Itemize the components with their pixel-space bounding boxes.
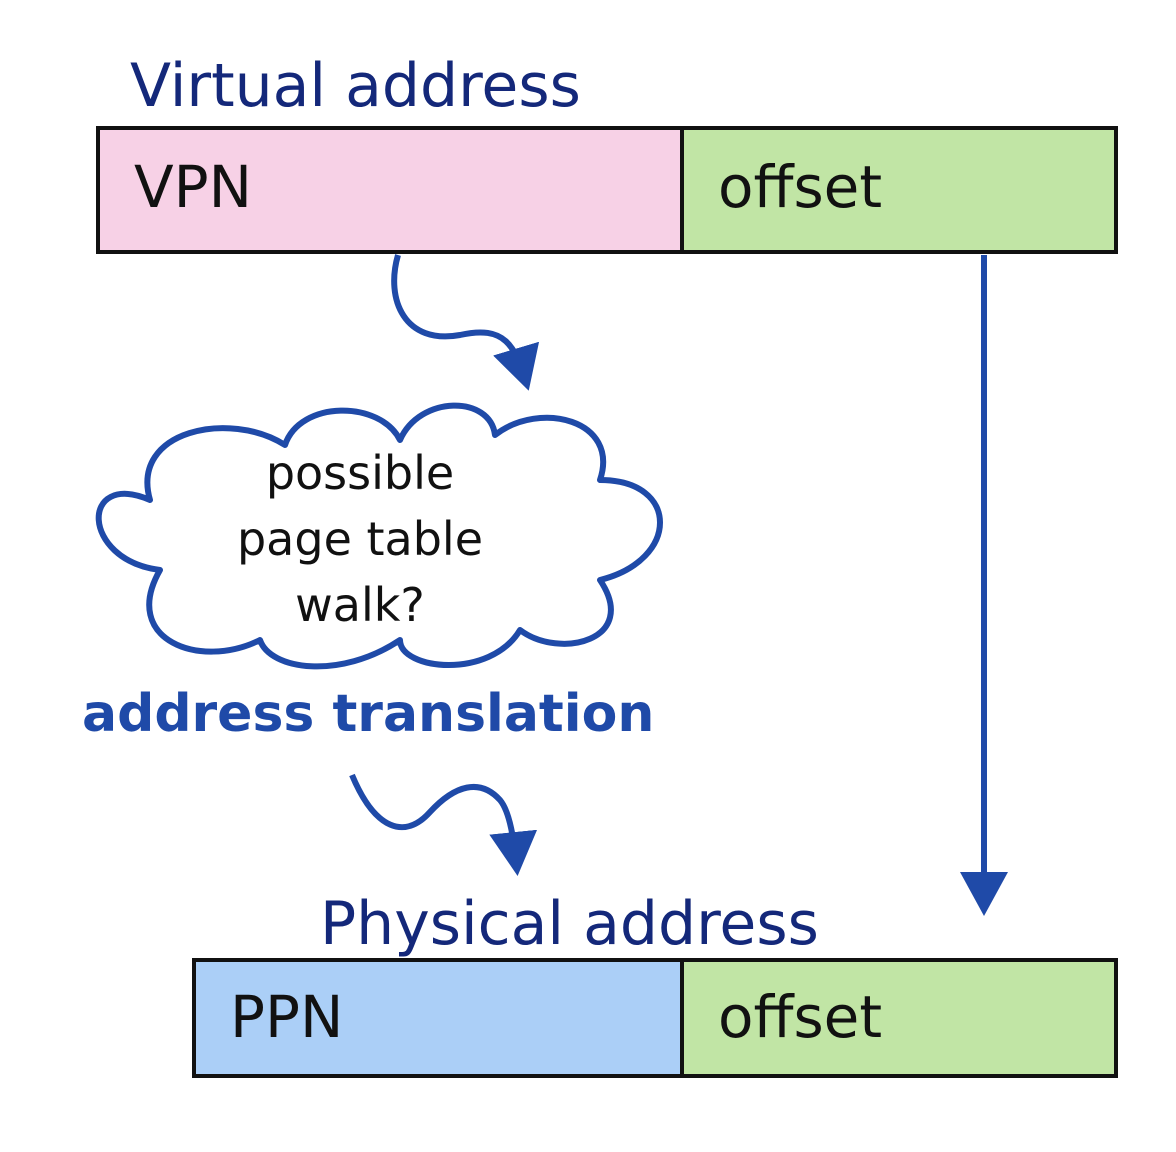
cloud-line: page table: [236, 512, 483, 566]
vpn-label: VPN: [134, 153, 253, 221]
virtual-offset-label: offset: [718, 153, 883, 221]
cloud-line: walk?: [295, 578, 425, 632]
vpn-to-cloud-arrow-icon: [391, 254, 540, 391]
cloud-text: possible page table walk?: [210, 440, 510, 638]
physical-offset-field: offset: [680, 958, 1118, 1078]
ppn-field: PPN: [192, 958, 684, 1078]
virtual-address-title: Virtual address: [130, 51, 581, 121]
vpn-field: VPN: [96, 126, 684, 254]
physical-address-title: Physical address: [320, 889, 819, 959]
address-translation-label: address translation: [82, 684, 655, 744]
cloud-line: possible: [265, 446, 455, 500]
ppn-label: PPN: [230, 983, 344, 1051]
virtual-offset-field: offset: [680, 126, 1118, 254]
translation-arrow-icon: [349, 773, 538, 876]
cloud-icon: [95, 402, 663, 670]
physical-offset-label: offset: [718, 983, 883, 1051]
